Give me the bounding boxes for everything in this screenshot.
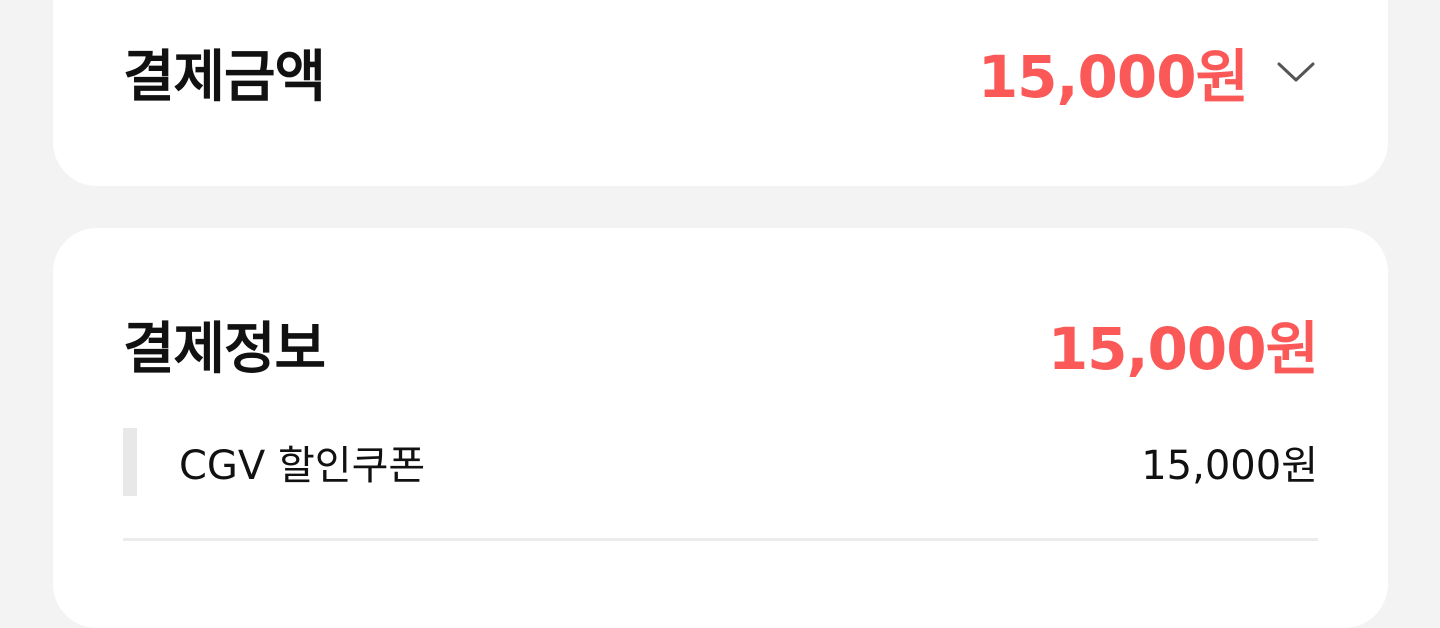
payment-info-card: 결제정보 15,000원 CGV 할인쿠폰 15,000원	[53, 228, 1388, 628]
payment-item-left: CGV 할인쿠폰	[123, 428, 425, 496]
payment-amount-value: 15,000원	[977, 43, 1249, 111]
chevron-down-icon[interactable]	[1274, 50, 1318, 94]
payment-info-title: 결제정보	[123, 316, 326, 382]
divider	[123, 538, 1318, 541]
item-indicator-bar	[123, 428, 137, 496]
payment-item-value: 15,000원	[1141, 443, 1318, 489]
payment-info-value: 15,000원	[1047, 315, 1319, 383]
payment-amount-card: 결제금액 15,000원	[53, 0, 1388, 186]
payment-amount-title: 결제금액	[123, 44, 326, 110]
payment-item-row: CGV 할인쿠폰 15,000원	[123, 428, 1318, 496]
payment-item-label: CGV 할인쿠폰	[179, 443, 426, 489]
payment-info-header: 결제정보 15,000원	[123, 304, 1319, 384]
payment-amount-summary[interactable]: 15,000원	[978, 30, 1318, 114]
payment-amount-header[interactable]: 결제금액 15,000원	[123, 32, 1318, 112]
